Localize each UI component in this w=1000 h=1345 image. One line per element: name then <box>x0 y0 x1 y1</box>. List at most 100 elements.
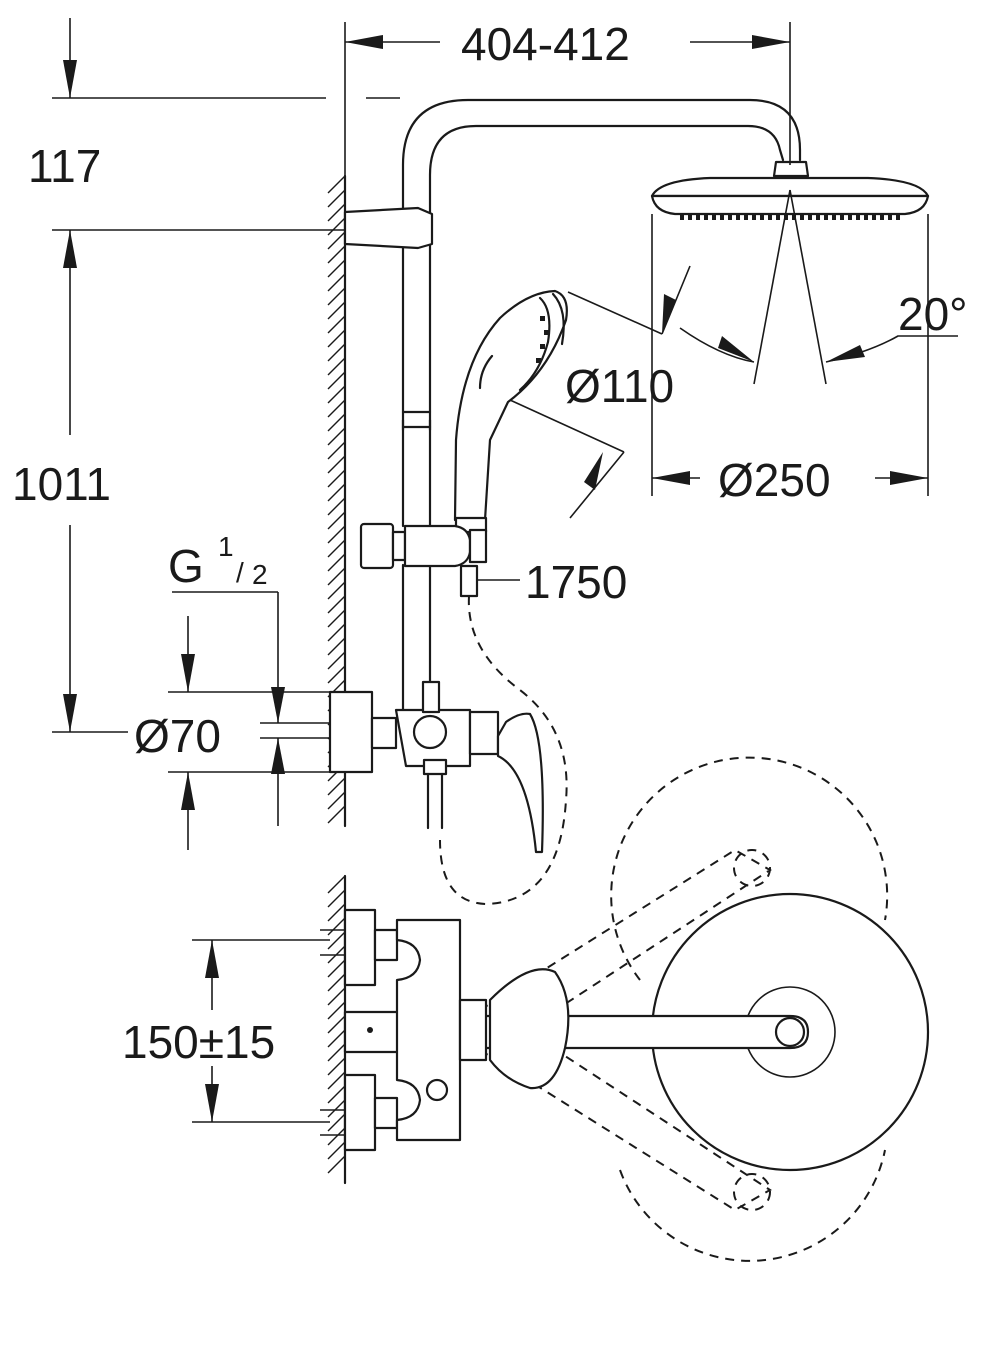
wall-hatch-line <box>327 931 346 950</box>
wall-hatch-line <box>327 413 346 432</box>
wall-hatch-line <box>327 455 346 474</box>
wall-hatch-line <box>327 441 346 460</box>
label-arm-reach: 404-412 <box>461 18 630 70</box>
nozzle-mark <box>696 214 700 220</box>
slider-holder <box>359 522 488 598</box>
wall-hatch-line <box>327 903 346 922</box>
nozzle-mark <box>784 214 788 220</box>
wall-hatch-line <box>327 875 346 894</box>
nozzle-mark <box>880 214 884 220</box>
wall-hatch-line <box>327 273 346 292</box>
wall-hatch-line <box>327 553 346 572</box>
wall-hatch-line <box>327 315 346 334</box>
wall-hatch-line <box>327 651 346 670</box>
hand-shower-top <box>488 968 570 1090</box>
wall-hatch-line <box>327 371 346 390</box>
nozzle-mark <box>736 214 740 220</box>
wall-hatch-line <box>327 217 346 236</box>
wall-hatch-line <box>327 623 346 642</box>
label-hose-length: 1750 <box>525 556 627 608</box>
wall-hatch-line <box>327 777 346 796</box>
wall-hatch-line <box>327 1113 346 1132</box>
wall-hatch-line <box>327 1071 346 1090</box>
nozzle-mark <box>808 214 812 220</box>
nozzle-mark <box>816 214 820 220</box>
label-escutcheon: Ø70 <box>134 710 221 762</box>
wall-hatch-line <box>327 1029 346 1048</box>
spray-angle-lines <box>753 189 827 385</box>
label-thread: G <box>168 540 204 592</box>
wall-hatch-line <box>327 287 346 306</box>
nozzle-mark <box>728 214 732 220</box>
nozzle-mark <box>832 214 836 220</box>
nozzle-mark <box>704 214 708 220</box>
wall-hatch-line <box>327 973 346 992</box>
label-spray-angle: 20° <box>898 288 968 340</box>
wall-hatch-line <box>327 609 346 628</box>
nozzle-mark <box>872 214 876 220</box>
wall-hatch-line <box>327 917 346 936</box>
nozzle-mark <box>792 214 796 220</box>
nozzle-mark <box>848 214 852 220</box>
wall-hatch-line <box>327 245 346 264</box>
nozzle-mark <box>752 214 756 220</box>
wall-hatch-line <box>327 329 346 348</box>
wall-hatch-line <box>327 497 346 516</box>
wall-hatch-line <box>327 427 346 446</box>
wall-hatch-line <box>327 357 346 376</box>
wall-hatch-line <box>327 203 346 222</box>
nozzle-mark <box>776 214 780 220</box>
wall-hatch-line <box>327 259 346 278</box>
wall-hatch-line <box>327 343 346 362</box>
wall-hatch-line <box>327 665 346 684</box>
wall-hatch-line <box>327 483 346 502</box>
nozzle-mark <box>888 214 892 220</box>
wall-hatch-line <box>327 595 346 614</box>
wall-hatch-line <box>327 987 346 1006</box>
label-hand-shower: Ø110 <box>565 360 674 412</box>
label-height: 1011 <box>12 458 111 510</box>
wall-hatch-line <box>327 1015 346 1034</box>
wall-hatch-line <box>327 1127 346 1146</box>
nozzle-mark <box>720 214 724 220</box>
label-thread-slash: / <box>236 557 244 588</box>
nozzle-mark <box>800 214 804 220</box>
nozzle-mark <box>856 214 860 220</box>
nozzle-mark <box>824 214 828 220</box>
nozzle-mark <box>760 214 764 220</box>
wall-hatch-line <box>327 637 346 656</box>
wall-hatch-line <box>327 301 346 320</box>
nozzle-mark <box>864 214 868 220</box>
shower-column-top-view <box>320 756 930 1262</box>
wall-hatch-line <box>327 889 346 908</box>
label-inlet-spacing: 150±15 <box>122 1016 275 1068</box>
wall-hatch-line <box>327 1043 346 1062</box>
wall-hatch-line <box>327 525 346 544</box>
wall-hatch-line <box>327 959 346 978</box>
wall-hatch-line <box>327 399 346 418</box>
wall-hatch-line <box>327 175 346 194</box>
label-top-offset: 117 <box>28 140 101 192</box>
wall-hatch-line <box>327 189 346 208</box>
wall-hatch-line <box>327 1057 346 1076</box>
hand-shower-side <box>453 289 568 534</box>
wall-hatch-line <box>327 539 346 558</box>
nozzle-mark <box>768 214 772 220</box>
wall-hatch-line <box>327 805 346 824</box>
shower-column-side-view <box>260 98 930 906</box>
label-thread-numerator: 1 <box>218 531 234 562</box>
nozzle-mark <box>744 214 748 220</box>
rotated-head-positions <box>479 756 889 1262</box>
wall-hatch-line <box>327 1099 346 1118</box>
nozzle-mark <box>840 214 844 220</box>
wall-hatch-line <box>327 1155 346 1174</box>
wall-hatch-line <box>327 1141 346 1160</box>
wall-hatch-line <box>327 1001 346 1020</box>
dimension-lines <box>52 18 958 1123</box>
wall-hatch-line <box>327 385 346 404</box>
head-shower-side <box>650 160 930 220</box>
wall-hatch-line <box>327 231 346 250</box>
dimension-labels: 404-412 117 1011 G 1 / 2 Ø70 Ø110 Ø250 2… <box>12 18 968 1068</box>
nozzle-mark <box>680 214 684 220</box>
